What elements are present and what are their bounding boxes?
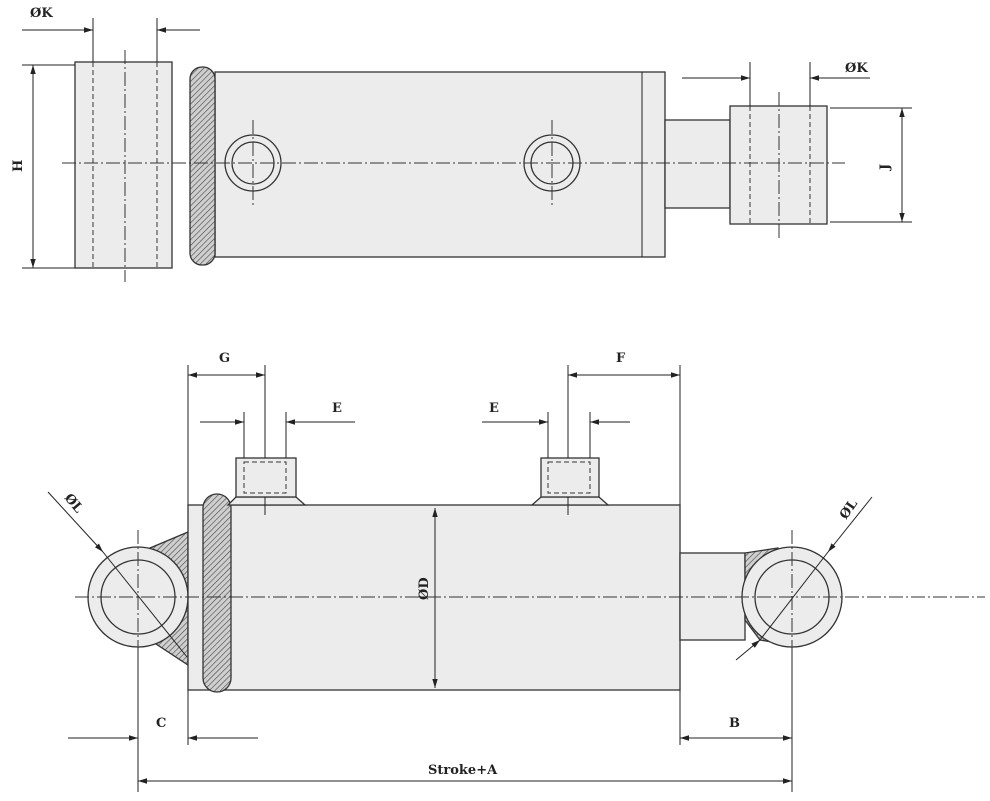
leader-arrow [47,491,104,553]
piston-rod [664,119,731,209]
port-left-base [226,496,307,506]
left-clevis-block [74,61,173,269]
port-hidden-thread [547,461,591,494]
leader-arrow [827,496,873,553]
leader-line [759,551,829,641]
port-right-boss [540,457,600,498]
dim-h-label: H [11,160,26,172]
dim-e-left-label: E [332,401,342,416]
dim-e-right-label: E [489,401,499,416]
weld-ring [189,66,216,266]
dim-l-right-label: ØL [837,497,861,522]
dim-b-label: B [729,716,740,731]
side-view: G E F E ØL ØD ØL C [47,351,985,792]
port-right-base [530,496,610,506]
dim-d-label: ØD [417,577,432,600]
dim-g-label: G [219,351,230,366]
leader-line [102,551,188,658]
leader-arrow [735,639,761,661]
dim-stroke-label: Stroke+A [428,763,498,778]
piston-rod [679,552,746,641]
weld-ring [202,493,232,693]
top-view: ØK H ØK J [11,6,912,282]
dim-k-right-label: ØK [845,61,868,76]
port-left-boss [235,457,297,498]
dim-c-label: C [156,716,166,731]
dim-k-left-label: ØK [30,6,53,21]
port-hidden-thread [243,461,287,494]
dim-l-left-label: ØL [61,491,86,516]
barrel [214,71,666,258]
dim-f-label: F [616,351,626,366]
dim-j-label: J [878,164,893,171]
